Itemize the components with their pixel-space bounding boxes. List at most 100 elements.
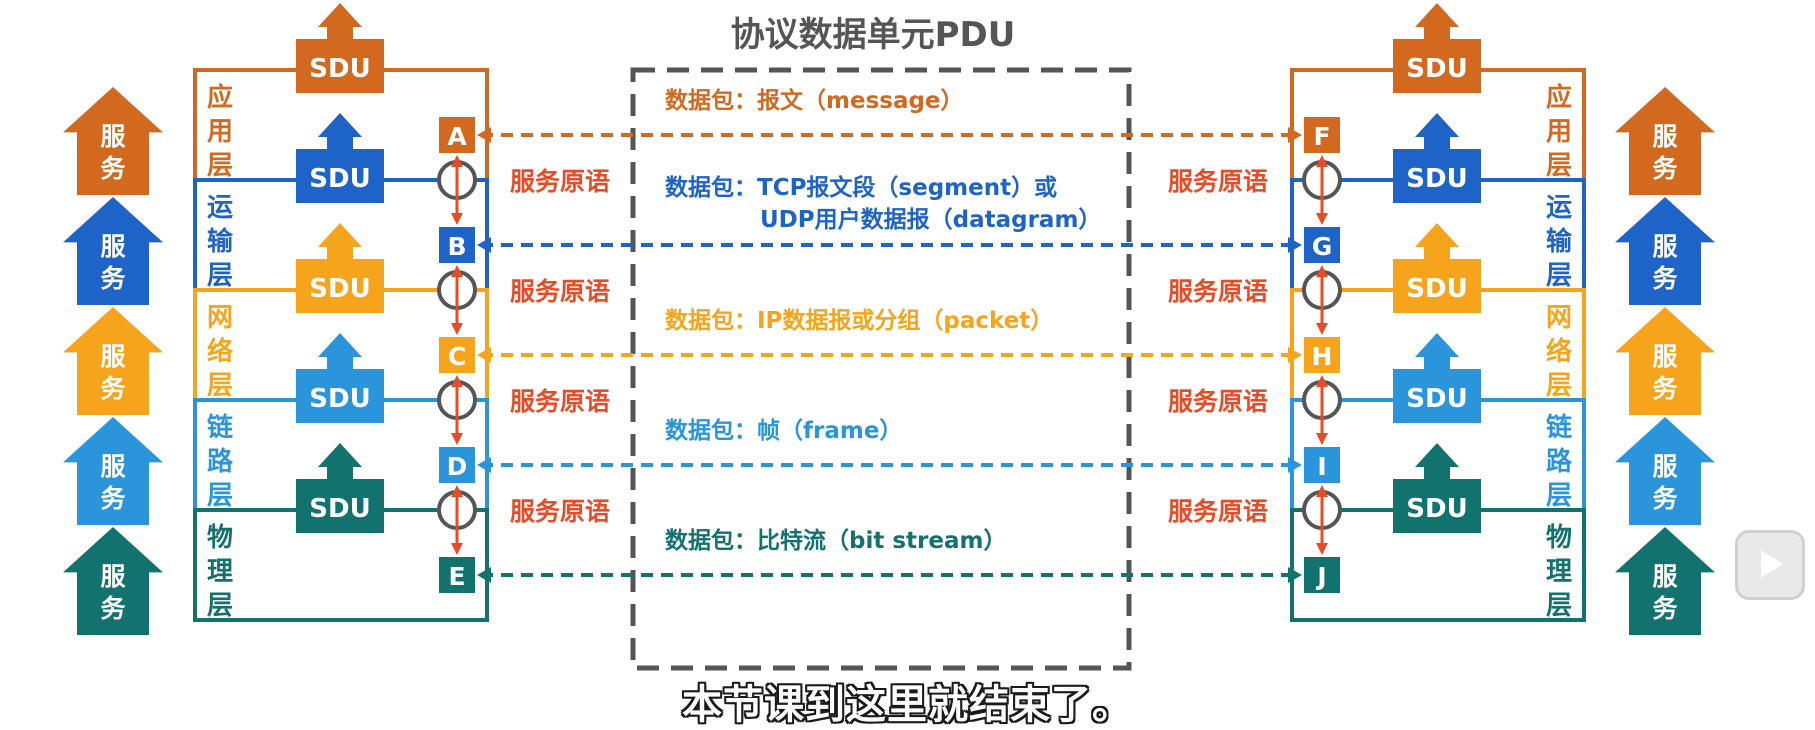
left-service-arrow-icon <box>63 307 163 415</box>
right-point-letter: G <box>1312 232 1333 261</box>
left-layer-name-app: 层 <box>207 151 233 181</box>
peer-arrowhead-right-icon <box>1288 127 1302 143</box>
left-sdu-link: SDU <box>296 333 384 423</box>
right-sdu-network-box <box>1393 259 1481 313</box>
right-service-label: 服 <box>1652 562 1678 591</box>
right-layer-name-physical: 物 <box>1546 523 1572 553</box>
left-sdu-transport-label: SDU <box>309 164 370 194</box>
left-service-arrow-icon <box>63 527 163 635</box>
right-service-arrow-icon <box>1615 307 1715 415</box>
right-sdu-link-box <box>1393 369 1481 423</box>
left-sdu-app: SDU <box>296 3 384 93</box>
left-sdu-app-label: SDU <box>309 54 370 84</box>
left-service-label: 务 <box>100 594 125 623</box>
right-layer-name-physical: 理 <box>1546 557 1572 587</box>
right-layer-name-app: 应 <box>1546 82 1572 113</box>
left-point-letter: A <box>447 122 467 151</box>
peer-arrowhead-right-icon <box>1288 457 1302 473</box>
left-service-label: 服 <box>100 452 126 481</box>
left-sdu-network-box <box>296 259 384 313</box>
left-layer-name-link: 链 <box>207 412 233 443</box>
right-layer-name-link: 层 <box>1546 481 1572 511</box>
left-point-box <box>439 117 475 153</box>
peer-arrowhead-left-icon <box>477 457 491 473</box>
right-service-label: 务 <box>1652 484 1677 513</box>
pdu-label-app: 数据包：报文（message） <box>665 87 964 114</box>
left-service-label: 务 <box>100 154 125 183</box>
left-layer-name-app: 用 <box>207 117 233 147</box>
left-layer-name-network: 层 <box>207 371 233 401</box>
right-service-label: 服 <box>1652 122 1678 151</box>
right-layer-name-app: 用 <box>1546 117 1572 147</box>
left-sdu-physical-label: SDU <box>309 494 370 524</box>
right-sdu-app-box <box>1393 39 1481 93</box>
right-service-arrow-icon <box>1615 197 1715 305</box>
left-sdu-app-arrow-icon <box>318 3 362 41</box>
right-sdu-physical: SDU <box>1393 443 1481 533</box>
left-point-letter: D <box>447 452 468 481</box>
right-service-label: 务 <box>1652 374 1677 403</box>
peer-arrowhead-right-icon <box>1288 347 1302 363</box>
right-service-label: 服 <box>1652 232 1678 261</box>
right-sdu-app-arrow-icon <box>1415 3 1459 41</box>
left-sdu-physical-arrow-icon <box>318 443 362 481</box>
right-point-letter: F <box>1313 122 1330 151</box>
right-sdu-transport-label: SDU <box>1406 164 1467 194</box>
right-sdu-transport-box <box>1393 149 1481 203</box>
left-service-primitive-label: 服务原语 <box>510 277 610 306</box>
pdu-dashed-box <box>630 67 1132 671</box>
right-layer-name-link: 路 <box>1546 446 1573 477</box>
left-sdu-transport: SDU <box>296 113 384 203</box>
pdu-title: 协议数据单元PDU <box>731 15 1016 55</box>
right-service-arrow-icon <box>1615 87 1715 195</box>
left-point-letter: E <box>448 562 465 591</box>
right-point-box <box>1304 227 1340 263</box>
left-sdu-network: SDU <box>296 223 384 313</box>
right-service-primitive-label: 服务原语 <box>1168 167 1268 196</box>
right-sdu-physical-label: SDU <box>1406 494 1467 524</box>
right-point-letter: H <box>1312 342 1333 371</box>
pdu-label-physical: 数据包：比特流（bit stream） <box>665 527 1006 554</box>
right-service-label: 务 <box>1652 154 1677 183</box>
left-point-box <box>439 227 475 263</box>
peer-arrowhead-left-icon <box>477 127 491 143</box>
left-sdu-transport-arrow-icon <box>318 113 362 151</box>
left-service-label: 服 <box>100 122 126 151</box>
left-layer-name-link: 路 <box>207 446 234 477</box>
pdu-label-link: 数据包：帧（frame） <box>665 417 902 444</box>
left-service-label: 服 <box>100 342 126 371</box>
right-sdu-transport: SDU <box>1393 113 1481 203</box>
left-sdu-network-label: SDU <box>309 274 370 304</box>
left-sdu-link-arrow-icon <box>318 333 362 371</box>
right-layer-name-link: 链 <box>1546 412 1572 443</box>
right-point-box <box>1304 337 1340 373</box>
right-service-label: 务 <box>1652 594 1677 623</box>
right-sdu-transport-arrow-icon <box>1415 113 1459 151</box>
left-sdu-network-arrow-icon <box>318 223 362 261</box>
left-layer-name-transport: 层 <box>207 261 233 291</box>
pdu-label-network: 数据包：IP数据报或分组（packet） <box>665 307 1053 334</box>
right-layer-name-physical: 层 <box>1546 591 1572 621</box>
right-service-primitive-label: 服务原语 <box>1168 497 1268 526</box>
pdu-label-transport: 数据包：TCP报文段（segment）或 <box>665 174 1057 201</box>
left-sdu-physical: SDU <box>296 443 384 533</box>
left-layer-name-network: 网 <box>207 303 233 333</box>
right-service-label: 服 <box>1652 452 1678 481</box>
right-sdu-physical-arrow-icon <box>1415 443 1459 481</box>
right-service-primitive-label: 服务原语 <box>1168 277 1268 306</box>
right-layer-name-network: 络 <box>1546 336 1572 367</box>
left-service-label: 服 <box>100 562 126 591</box>
play-icon[interactable] <box>1735 530 1805 600</box>
left-service-arrow-icon <box>63 87 163 195</box>
left-layer-name-link: 层 <box>207 481 233 511</box>
left-point-box <box>439 447 475 483</box>
right-layer-name-transport: 输 <box>1546 226 1573 257</box>
right-sdu-physical-box <box>1393 479 1481 533</box>
left-sdu-link-label: SDU <box>309 384 370 414</box>
left-service-primitive-label: 服务原语 <box>510 387 610 416</box>
left-layer-name-transport: 输 <box>207 226 234 257</box>
left-layer-name-transport: 运 <box>207 193 233 223</box>
peer-arrowhead-left-icon <box>477 237 491 253</box>
left-service-label: 务 <box>100 484 125 513</box>
left-layer-name-app: 应 <box>207 82 233 113</box>
